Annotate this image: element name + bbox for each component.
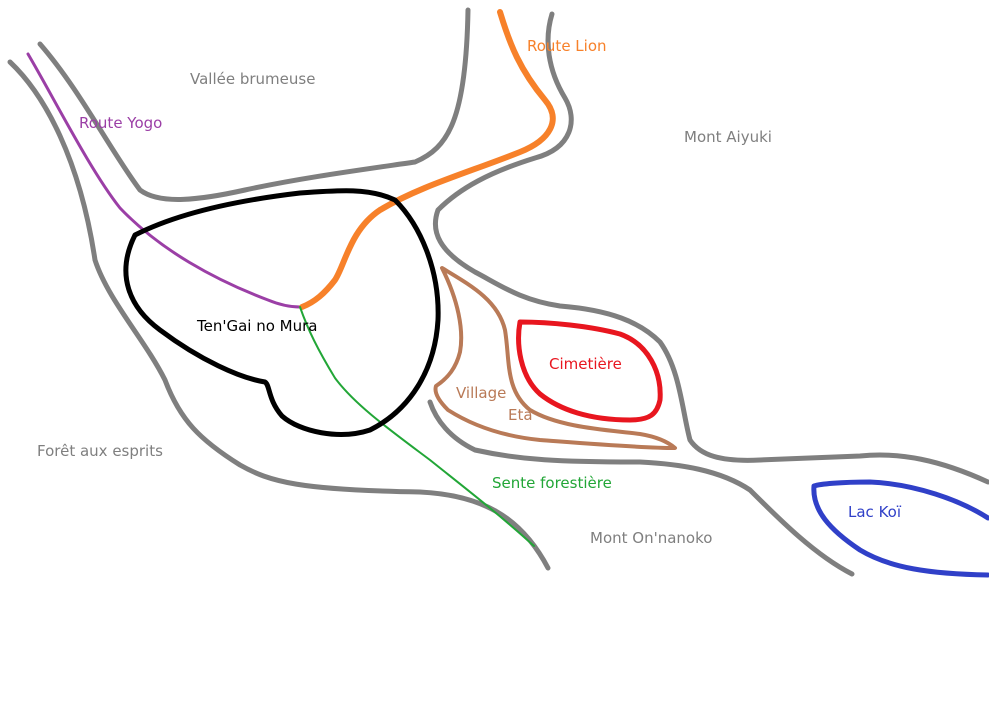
label-village-eta-line1: Village <box>456 384 506 402</box>
label-route-lion: Route Lion <box>527 37 607 55</box>
label-vallee-brumeuse: Vallée brumeuse <box>190 70 315 88</box>
route-yogo-line <box>26 52 302 309</box>
village-outline <box>123 188 441 437</box>
label-route-yogo: Route Yogo <box>79 114 162 132</box>
label-village-tengai: Ten'Gai no Mura <box>196 317 317 335</box>
route-lion-line <box>299 9 556 310</box>
valley-line-upper <box>37 7 471 202</box>
label-mont-aiyuki: Mont Aiyuki <box>684 128 772 146</box>
lac-koi-outline <box>811 479 989 578</box>
label-village-eta-line2: Eta <box>508 406 533 424</box>
label-cimetiere: Cimetière <box>549 355 622 373</box>
label-lac-koi: Lac Koï <box>848 503 902 521</box>
ridge-line-onnanoko <box>427 399 855 577</box>
ridge-line-aiyuki <box>432 11 989 485</box>
cimetiere-outline <box>516 319 663 423</box>
label-foret-aux-esprits: Forêt aux esprits <box>37 442 163 460</box>
valley-line-lower <box>7 59 551 571</box>
sente-forestiere-line <box>299 306 535 547</box>
label-sente-forestiere: Sente forestière <box>492 474 612 492</box>
label-mont-onnanoko: Mont On'nanoko <box>590 529 712 547</box>
eta-outline <box>433 266 677 450</box>
terrain-lines <box>7 7 989 577</box>
